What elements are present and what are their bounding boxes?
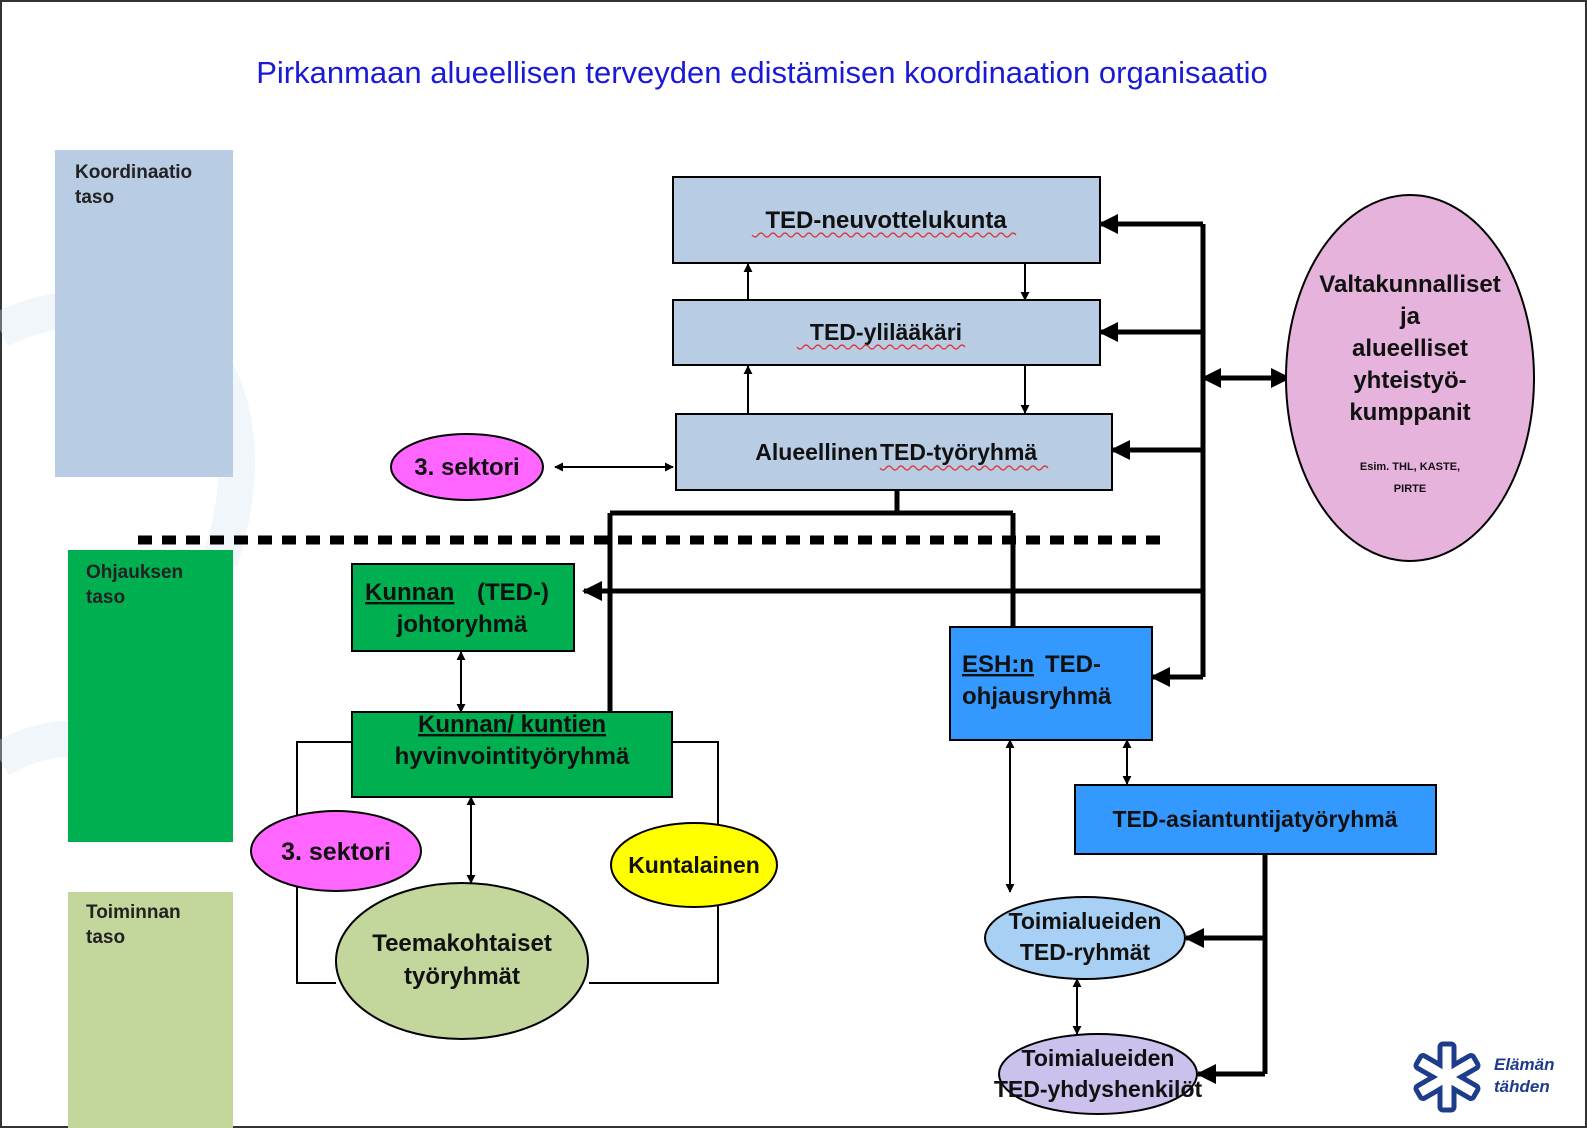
node-toimialueet-yhdys-label-1: Toimialueiden — [1022, 1045, 1175, 1071]
node-valtakunnalliset: Valtakunnalliset ja alueelliset yhteisty… — [1285, 194, 1535, 562]
node-toimialueet-ryhmat-label-1: Toimialueiden — [1009, 908, 1162, 934]
star-of-life-icon — [1413, 1041, 1481, 1113]
node-3-sektori-bottom-label: 3. sektori — [281, 838, 391, 866]
node-esh-label-2: ohjausryhmä — [962, 683, 1112, 710]
level-operational — [68, 892, 233, 1128]
logo-text-1: Elämän — [1494, 1055, 1554, 1074]
node-ted-neuvottelukunta-label: TED-neuvottelukunta — [765, 207, 1007, 234]
level-steering-label-1: Ohjauksen — [86, 562, 183, 583]
level-coordination — [55, 150, 233, 477]
node-valtakunnalliset-examples-2: PIRTE — [1394, 483, 1426, 495]
node-ted-asiantuntijatyoryhma: TED-asiantuntijatyöryhmä — [1074, 784, 1437, 855]
node-valtakunnalliset-examples-1: Esim. THL, KASTE, — [1360, 461, 1460, 473]
level-steering-label-2: taso — [86, 587, 125, 608]
node-kuntalainen: Kuntalainen — [610, 822, 778, 908]
node-teemakohtaiset-label-1: Teemakohtaiset — [372, 930, 552, 957]
node-valtakunnalliset-line-1: Valtakunnalliset — [1319, 271, 1500, 298]
node-alueellinen-label-2: TED-työryhmä — [880, 439, 1037, 465]
node-alueellinen-ted-tyoryhma: Alueellinen TED-työryhmä — [675, 413, 1113, 491]
node-esh-label-1b: TED- — [1045, 651, 1101, 678]
node-ted-ylilaakari: TED-ylilääkäri — [672, 299, 1101, 366]
node-kunnan-hyvinvointi-label-2: hyvinvointityöryhmä — [395, 743, 630, 770]
node-valtakunnalliset-line-2: ja — [1399, 303, 1421, 330]
node-3-sektori-top: 3. sektori — [390, 433, 544, 501]
node-ted-neuvottelukunta: TED-neuvottelukunta — [672, 176, 1101, 264]
logo: Elämän tähden — [1413, 1041, 1554, 1113]
node-toimialueiden-ted-yhdyshenkilot: Toimialueiden TED-yhdyshenkilöt — [994, 1033, 1203, 1115]
node-esh-ted-ohjausryhma: ESH:n TED- ohjausryhmä — [949, 626, 1153, 741]
node-kunnan-johtoryhma-label-1a: Kunnan — [365, 579, 454, 606]
level-coordination-label-1: Koordinaatio — [75, 162, 192, 183]
page-title: Pirkanmaan alueellisen terveyden edistäm… — [256, 55, 1268, 90]
node-valtakunnalliset-line-5: kumppanit — [1349, 399, 1470, 426]
node-teemakohtaiset: Teemakohtaiset työryhmät — [335, 882, 589, 1040]
node-kunnan-johtoryhma: Kunnan (TED-) johtoryhmä — [351, 563, 575, 652]
level-coordination-label-2: taso — [75, 187, 114, 208]
node-alueellinen-label-1: Alueellinen — [755, 439, 878, 465]
node-valtakunnalliset-line-3: alueelliset — [1352, 335, 1468, 362]
node-3-sektori-bottom: 3. sektori — [250, 810, 422, 892]
node-esh-label-1a: ESH:n — [962, 651, 1034, 678]
node-3-sektori-top-label: 3. sektori — [414, 454, 519, 481]
node-kunnan-hyvinvointityoryhma: Kunnan/ kuntien hyvinvointityöryhmä — [351, 711, 673, 798]
level-operational-label-2: taso — [86, 927, 125, 948]
node-kunnan-johtoryhma-label-2: johtoryhmä — [396, 611, 528, 638]
node-toimialueet-ryhmat-label-2: TED-ryhmät — [1020, 939, 1151, 965]
node-kuntalainen-label: Kuntalainen — [628, 852, 760, 878]
level-operational-label-1: Toiminnan — [86, 902, 181, 923]
node-toimialueet-yhdys-label-2: TED-yhdyshenkilöt — [994, 1076, 1203, 1102]
level-steering — [68, 550, 233, 842]
node-kunnan-johtoryhma-label-1b: (TED-) — [477, 579, 549, 606]
node-asiantuntija-label: TED-asiantuntijatyöryhmä — [1113, 806, 1398, 832]
node-toimialueiden-ted-ryhmat: Toimialueiden TED-ryhmät — [984, 896, 1186, 980]
node-teemakohtaiset-label-2: työryhmät — [404, 963, 520, 990]
logo-text-2: tähden — [1494, 1077, 1550, 1096]
node-ted-ylilaakari-label: TED-ylilääkäri — [810, 319, 962, 345]
node-kunnan-hyvinvointi-label-1: Kunnan/ kuntien — [418, 711, 606, 738]
node-valtakunnalliset-line-4: yhteistyö- — [1353, 367, 1466, 394]
